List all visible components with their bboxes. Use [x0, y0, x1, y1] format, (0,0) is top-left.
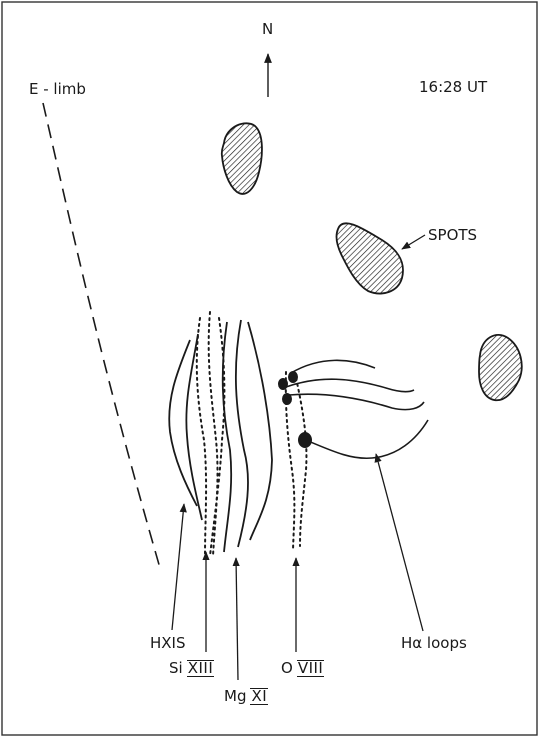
- halpha-loop-3: [289, 394, 424, 409]
- label-arrows: [172, 454, 423, 680]
- halpha-kernel-1: [288, 371, 298, 383]
- o-ion-numeral: VIII: [297, 660, 325, 677]
- mg-xi-contours: [223, 320, 272, 552]
- o-element: O: [281, 659, 293, 677]
- east-limb-line: [43, 103, 160, 568]
- si-contour-1: [197, 318, 206, 556]
- halpha-loop-2: [286, 379, 414, 391]
- mg-contour-3: [248, 322, 272, 540]
- halpha-loops-label: Hα loops: [401, 636, 467, 651]
- north-label: N: [262, 22, 273, 37]
- east-limb-label: E - limb: [29, 82, 86, 97]
- si-ion-numeral: XIII: [187, 660, 215, 677]
- halpha-loop-4: [301, 420, 428, 458]
- hxis-contour-2: [186, 334, 202, 520]
- mg-element: Mg: [224, 687, 246, 705]
- mg-contour-2: [236, 320, 248, 547]
- halpha-kernel-2: [278, 378, 288, 390]
- si-contour-2: [209, 312, 218, 556]
- mg-arrow: [236, 558, 238, 680]
- mg-contour-1: [223, 322, 231, 552]
- si-element: Si: [169, 659, 183, 677]
- sunspot-3: [479, 335, 522, 400]
- halpha-kernels: [278, 371, 312, 448]
- halpha-kernel-4: [298, 432, 312, 448]
- hxis-arrow: [172, 504, 184, 630]
- halpha-loop-1: [291, 360, 375, 373]
- si-xiii-contours: [197, 312, 225, 556]
- time-label: 16:28 UT: [419, 80, 487, 95]
- halpha-arrow: [376, 454, 423, 631]
- spots-arrow: [402, 235, 425, 249]
- o-contour-2: [296, 378, 306, 546]
- hxis-label: HXIS: [150, 636, 186, 651]
- mg-ion-numeral: XI: [250, 688, 268, 705]
- figure-frame: [2, 2, 537, 735]
- si-contour-3: [210, 318, 224, 556]
- sunspot-1: [222, 123, 262, 194]
- halpha-kernel-3: [282, 393, 292, 405]
- sunspot-2: [337, 223, 403, 293]
- spots-label: SPOTS: [428, 228, 477, 243]
